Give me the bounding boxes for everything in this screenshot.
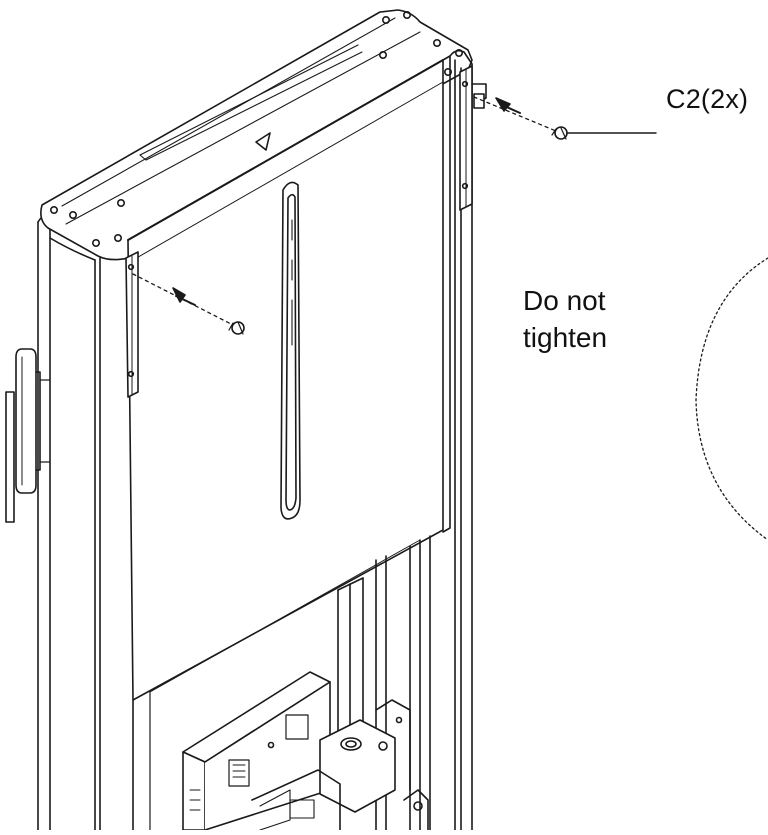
bottom-connector-block bbox=[251, 699, 429, 831]
detail-circle bbox=[695, 257, 768, 541]
side-handle bbox=[5, 348, 51, 523]
cabinet-left-side-panel bbox=[37, 207, 101, 831]
part-callout-label: C2(2x) bbox=[666, 84, 749, 114]
panel-slot-window bbox=[280, 181, 301, 520]
note-line-1: Do not bbox=[523, 285, 606, 316]
screw-right bbox=[473, 96, 568, 140]
screw-left bbox=[132, 273, 245, 335]
note-line-2: tighten bbox=[523, 322, 608, 353]
electronic-module bbox=[182, 671, 331, 831]
cabinet-top-lid bbox=[40, 9, 473, 261]
right-bracket bbox=[459, 65, 487, 211]
instruction-note: Do not tighten bbox=[523, 282, 607, 356]
left-bracket bbox=[125, 251, 139, 398]
